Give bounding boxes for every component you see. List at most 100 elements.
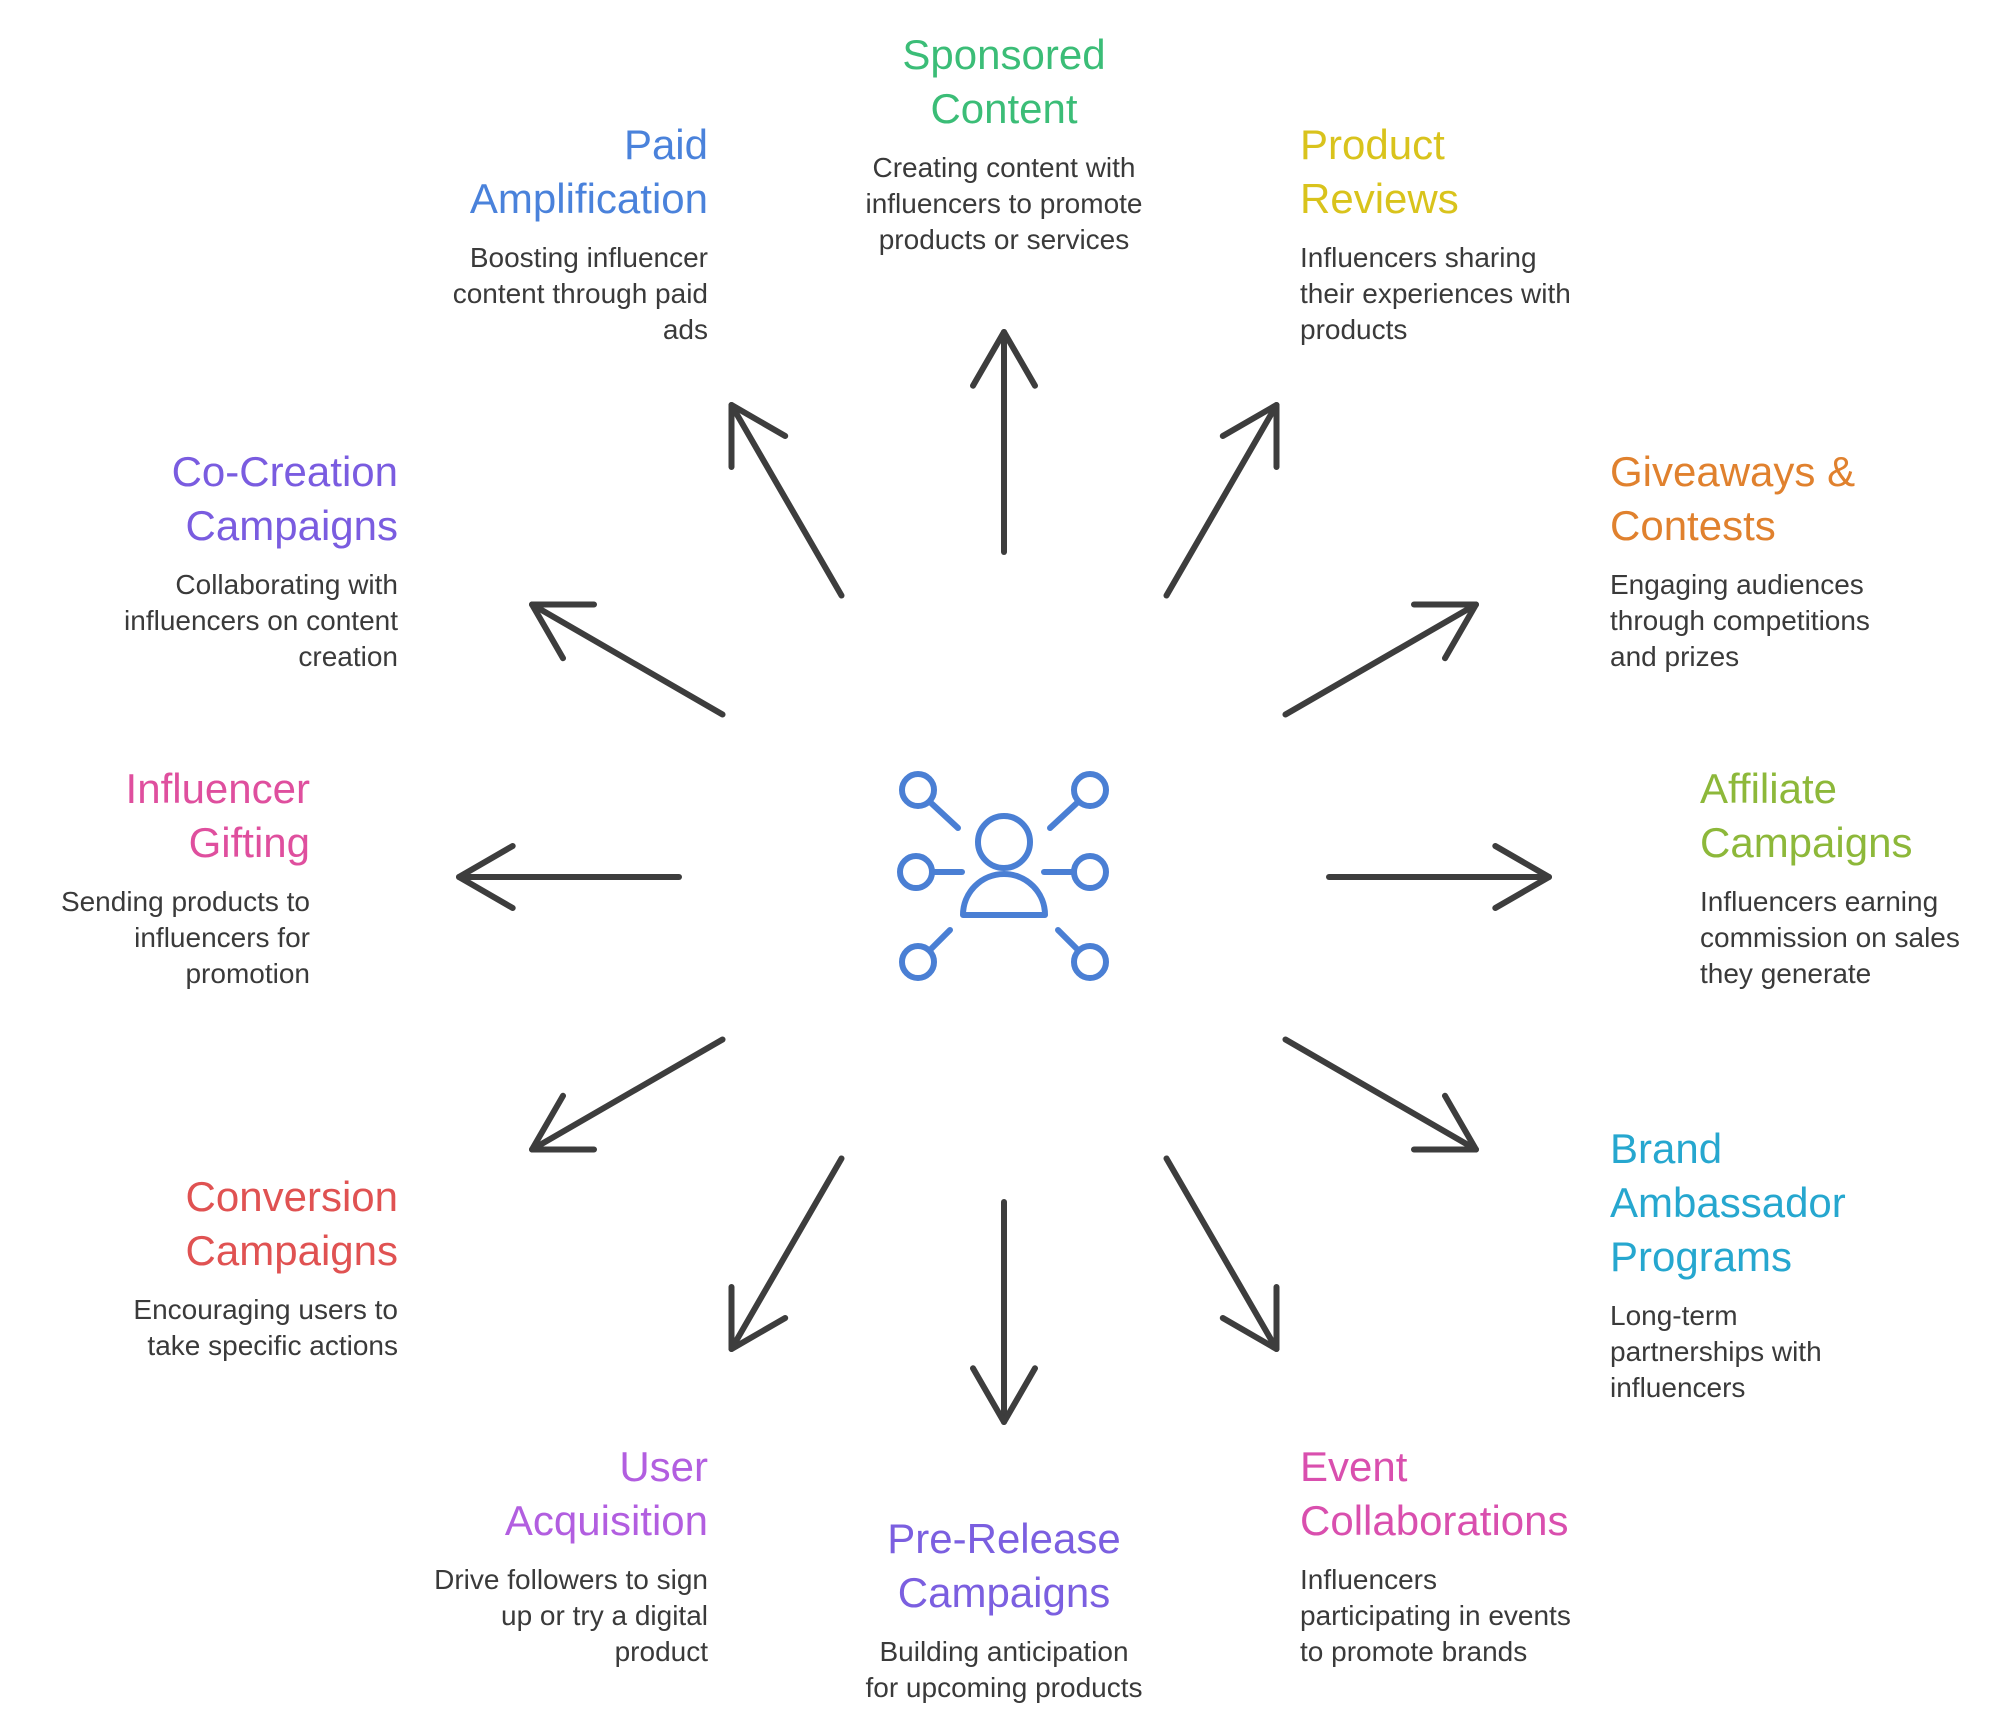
description-line: influencers to promote: [865, 188, 1143, 219]
title-line: Reviews: [1300, 175, 1459, 222]
link-bottom-right: [1055, 927, 1081, 953]
arrow-co-creation-campaigns: [529, 601, 726, 718]
arrow-head: [728, 402, 789, 471]
description-line: Drive followers to sign: [434, 1564, 708, 1595]
title-line: User: [619, 1443, 708, 1490]
person-body: [960, 871, 1048, 918]
arrow-shaft: [728, 1155, 845, 1352]
arrow-shaft: [1282, 601, 1479, 718]
title-line: Acquisition: [504, 1497, 708, 1544]
title-line: Ambassador: [1610, 1179, 1846, 1226]
arrow-head: [1219, 1283, 1280, 1352]
description-line: up or try a digital: [501, 1600, 708, 1631]
description-line: take specific actions: [147, 1330, 398, 1361]
description-line: through competitions: [1610, 605, 1870, 636]
label-description: Creating content with influencers to prom…: [839, 150, 1169, 258]
description-line: influencers: [1610, 1372, 1746, 1403]
title-line: Collaborations: [1300, 1497, 1569, 1544]
node-bottom-left: [899, 943, 937, 981]
arrows-group: [456, 329, 1552, 1425]
title-line: Affiliate: [1700, 765, 1837, 812]
arrow-shaft: [1163, 402, 1280, 599]
arrow-event-collaborations: [1163, 1155, 1280, 1352]
arrow-shaft: [1282, 1036, 1479, 1153]
arrow-head: [1219, 402, 1280, 471]
title-line: Paid: [623, 121, 708, 168]
title-line: Amplification: [469, 175, 708, 222]
arrow-pre-release-campaigns: [970, 1199, 1038, 1425]
arrow-shaft: [728, 402, 845, 599]
description-line: Influencers sharing: [1300, 242, 1537, 273]
label-description: Drive followers to sign up or try a digit…: [378, 1562, 708, 1670]
label-description: Collaborating with influencers on content…: [68, 567, 398, 675]
title-line: Campaigns: [897, 1569, 1111, 1616]
title-line: Conversion: [185, 1173, 398, 1220]
description-line: products or services: [878, 224, 1130, 255]
description-line: promotion: [185, 958, 310, 989]
title-line: Giveaways &: [1610, 448, 1856, 495]
link-top-right: [1047, 799, 1081, 831]
arrow-user-acquisition: [728, 1155, 845, 1352]
node-top-right: [1071, 771, 1109, 809]
network-user-icon: [897, 771, 1109, 981]
arrow-head: [1410, 601, 1479, 662]
description-line: Creating content with: [872, 152, 1136, 183]
title-line: Event: [1300, 1443, 1408, 1490]
node-mid-left: [897, 853, 935, 891]
title-line: Gifting: [188, 819, 310, 866]
description-line: product: [614, 1636, 708, 1667]
title-line: Contests: [1610, 502, 1776, 549]
title-line: Pre-Release: [887, 1515, 1121, 1562]
arrow-paid-amplification: [728, 402, 845, 599]
node-top-left: [899, 771, 937, 809]
link-top-left: [927, 799, 961, 831]
arrow-product-reviews: [1163, 402, 1280, 599]
arrow-head: [1492, 843, 1552, 911]
arrow-head: [970, 329, 1038, 389]
description-line: influencers on content: [124, 605, 398, 636]
node-bottom-right: [1071, 943, 1109, 981]
arrow-head: [728, 1283, 789, 1352]
description-line: Long-term: [1610, 1300, 1738, 1331]
person-head: [975, 813, 1033, 871]
title-line: Product: [1300, 121, 1445, 168]
title-line: Programs: [1610, 1233, 1793, 1280]
arrow-shaft: [1163, 1155, 1280, 1352]
arrow-conversion-campaigns: [529, 1036, 726, 1153]
link-bottom-left: [927, 927, 953, 953]
description-line: Building anticipation: [879, 1636, 1129, 1667]
description-line: participating in events: [1300, 1600, 1571, 1631]
title-line: Influencer: [125, 765, 310, 812]
title-line: Co-Creation: [171, 448, 398, 495]
title-line: Campaigns: [185, 502, 398, 549]
description-line: Collaborating with: [175, 569, 398, 600]
arrow-giveaways-contests: [1282, 601, 1479, 718]
description-line: influencers for: [134, 922, 310, 953]
description-line: commission on sales: [1700, 922, 1960, 953]
arrow-head: [529, 601, 598, 662]
arrow-head: [529, 1092, 598, 1153]
